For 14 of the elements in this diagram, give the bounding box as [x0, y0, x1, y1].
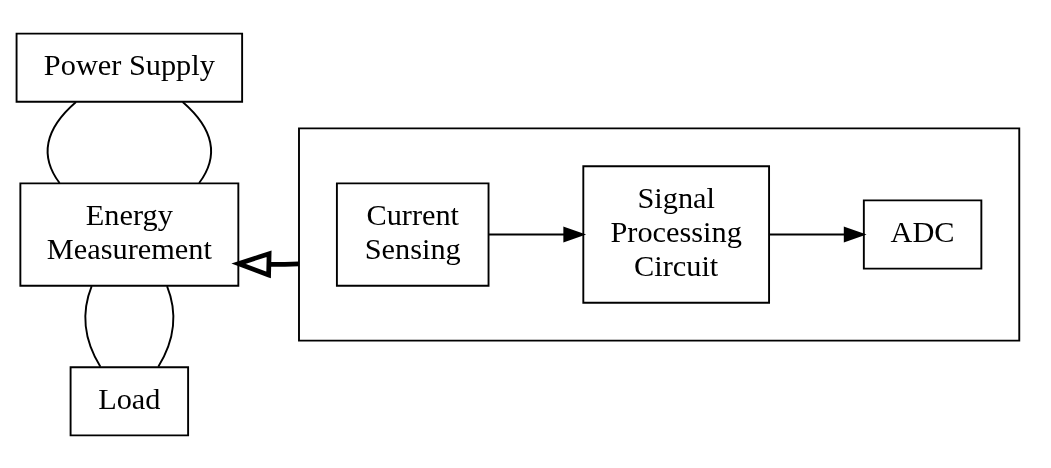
- arrow: [488, 226, 587, 242]
- connector: [84, 284, 102, 368]
- connector: [157, 284, 175, 368]
- node-box: Energy Measurement: [19, 181, 240, 287]
- connector: [181, 100, 212, 184]
- connector: [46, 100, 77, 184]
- node-box: ADC: [862, 198, 983, 270]
- node-box: Load: [69, 365, 190, 436]
- cluster: [298, 126, 1021, 342]
- node-box: Signal Processing Circuit: [582, 164, 771, 304]
- arrow: [768, 226, 867, 242]
- node-box: Power Supply: [15, 32, 244, 103]
- arrow: [231, 249, 300, 278]
- node-box: Current Sensing: [335, 181, 490, 287]
